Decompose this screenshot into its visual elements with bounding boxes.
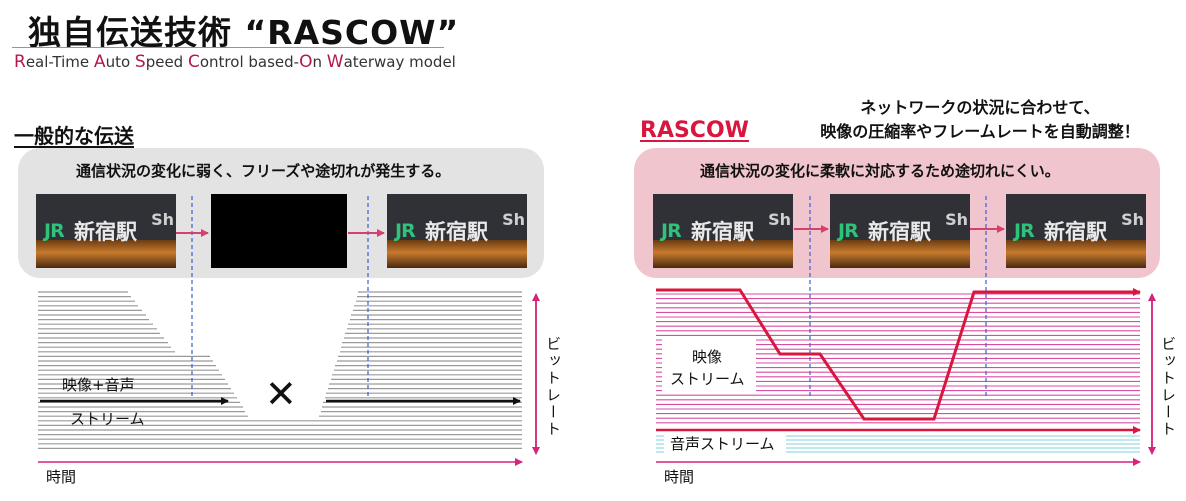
station-sign-latin: Sh: [768, 210, 791, 229]
left-panel-text: 通信状況の変化に弱く、フリーズや途切れが発生する。: [76, 162, 451, 180]
subtitle-text: eal-Time: [25, 53, 94, 71]
right-section-title: RASCOW: [640, 118, 749, 143]
right-video-frame-1: JR 新宿駅 Sh: [653, 194, 793, 268]
right-audio-label-box: [664, 430, 786, 454]
subtitle-text: aterway model: [343, 53, 456, 71]
right-caption: ネットワークの状況に合わせて、 映像の圧縮率やフレームレートを自動調整！: [780, 96, 1180, 144]
station-sign-latin: Sh: [1121, 210, 1144, 229]
right-audio-label: 音声ストリーム: [670, 435, 775, 453]
station-sign-text: 新宿駅: [74, 220, 137, 244]
left-stream-label-2: ストリーム: [70, 410, 145, 428]
subtitle-capital: R: [14, 52, 26, 72]
page-title: 独自伝送技術 “RASCOW”: [28, 13, 460, 52]
subtitle-capital: A: [93, 52, 106, 72]
right-caption-line-1: ネットワークの状況に合わせて、: [860, 98, 1100, 117]
subtitle-text: ontrol based-: [199, 53, 300, 71]
subtitle-text: uto: [105, 53, 135, 71]
stream-drop-mark: ✕: [265, 372, 297, 416]
left-y-axis-label: ビットレート: [544, 336, 562, 438]
right-y-axis-label: ビットレート: [1159, 336, 1177, 438]
station-sign-text: 新宿駅: [425, 220, 488, 244]
station-sign-latin: Sh: [502, 210, 525, 229]
left-stream-label-1: 映像+音声: [62, 376, 135, 394]
left-section-title: 一般的な伝送: [14, 124, 134, 148]
station-sign-text: 新宿駅: [1044, 220, 1107, 244]
page-subtitle: Real-Time Auto Speed Control based-On Wa…: [14, 52, 456, 72]
jr-logo: JR: [838, 220, 859, 242]
station-sign-latin: Sh: [151, 210, 174, 229]
right-panel-text: 通信状況の変化に柔軟に対応するため途切れにくい。: [700, 162, 1060, 180]
right-bitrate-line: [656, 288, 1141, 421]
station-sign-latin: Sh: [945, 210, 968, 229]
station-sign-text: 新宿駅: [868, 220, 931, 244]
left-video-frame-1: JR 新宿駅 Sh: [36, 194, 176, 268]
left-video-frame-2: [211, 194, 347, 268]
subtitle-capital: S: [134, 52, 146, 72]
right-x-axis-label: 時間: [664, 468, 695, 486]
right-video-frame-3: JR 新宿駅 Sh: [1006, 194, 1146, 268]
jr-logo: JR: [395, 220, 416, 242]
subtitle-capital: O: [299, 52, 313, 72]
subtitle-text: peed: [145, 53, 188, 71]
right-video-frame-2: JR 新宿駅 Sh: [830, 194, 970, 268]
subtitle-capital: C: [187, 52, 200, 72]
jr-logo: JR: [44, 220, 65, 242]
right-video-label-1: 映像: [692, 348, 723, 366]
right-video-label-2: ストリーム: [670, 370, 745, 388]
right-video-label-box: [662, 338, 756, 394]
jr-logo: JR: [661, 220, 682, 242]
jr-logo: JR: [1014, 220, 1035, 242]
right-caption-line-2: 映像の圧縮率やフレームレートを自動調整！: [820, 122, 1140, 141]
title-underline: [12, 47, 444, 48]
station-sign-text: 新宿駅: [691, 220, 754, 244]
left-x-axis-label: 時間: [46, 468, 77, 486]
left-video-frame-3: JR 新宿駅 Sh: [387, 194, 527, 268]
subtitle-text: n: [312, 53, 327, 71]
subtitle-capital: W: [326, 52, 344, 72]
